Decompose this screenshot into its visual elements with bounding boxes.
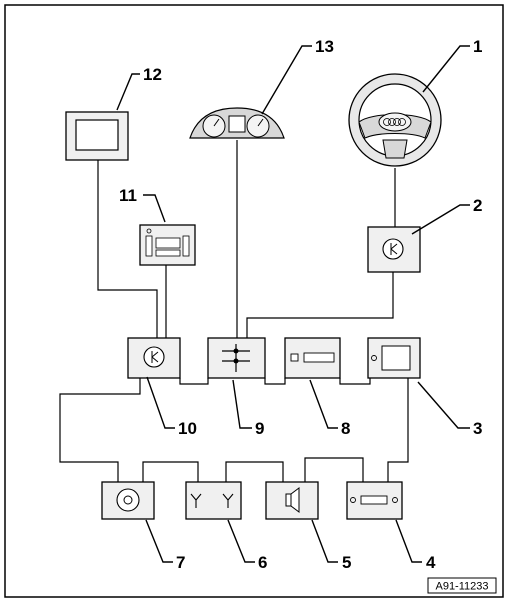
speaker-unit [265, 481, 319, 520]
control-unit-10 [127, 337, 181, 379]
callout-9: 9 [255, 419, 264, 438]
radio-unit [284, 337, 341, 379]
callout-12: 12 [143, 65, 162, 84]
radio-unit-icon [290, 352, 335, 363]
control-panel-icon [145, 228, 190, 257]
cd-changer-icon [350, 495, 398, 505]
instrument-cluster-icon [189, 107, 285, 139]
callout-10: 10 [178, 419, 197, 438]
gateway-unit [207, 337, 266, 379]
callout-1: 1 [473, 37, 482, 56]
callout-4: 4 [426, 553, 436, 572]
callout-7: 7 [176, 553, 185, 572]
reference-code: A91-11233 [435, 581, 488, 593]
steering-wheel-icon [348, 73, 442, 167]
antenna-unit [185, 481, 242, 520]
display-screen [65, 111, 129, 161]
control-panel [139, 224, 196, 266]
steering-wheel-control-unit [367, 226, 421, 273]
callout-2: 2 [473, 196, 482, 215]
callout-5: 5 [342, 553, 351, 572]
antenna-icon [190, 493, 234, 508]
callout-8: 8 [341, 419, 350, 438]
speaker-icon [285, 487, 300, 513]
control-unit-icon [143, 346, 165, 368]
callout-6: 6 [258, 553, 267, 572]
callout-13: 13 [315, 37, 334, 56]
callout-3: 3 [473, 419, 482, 438]
display-screen-icon [371, 345, 411, 371]
wiring [59, 140, 409, 482]
reference-code-label: A91-11233 [427, 577, 497, 594]
cd-icon [116, 488, 140, 512]
cd-unit [101, 481, 155, 520]
control-unit-icon [382, 238, 404, 260]
display-screen-icon [75, 119, 119, 151]
callout-leaders [116, 45, 470, 563]
gateway-icon [222, 344, 250, 372]
callout-11: 11 [119, 186, 137, 205]
information-control-unit [367, 337, 421, 379]
cd-changer-unit [346, 481, 403, 520]
